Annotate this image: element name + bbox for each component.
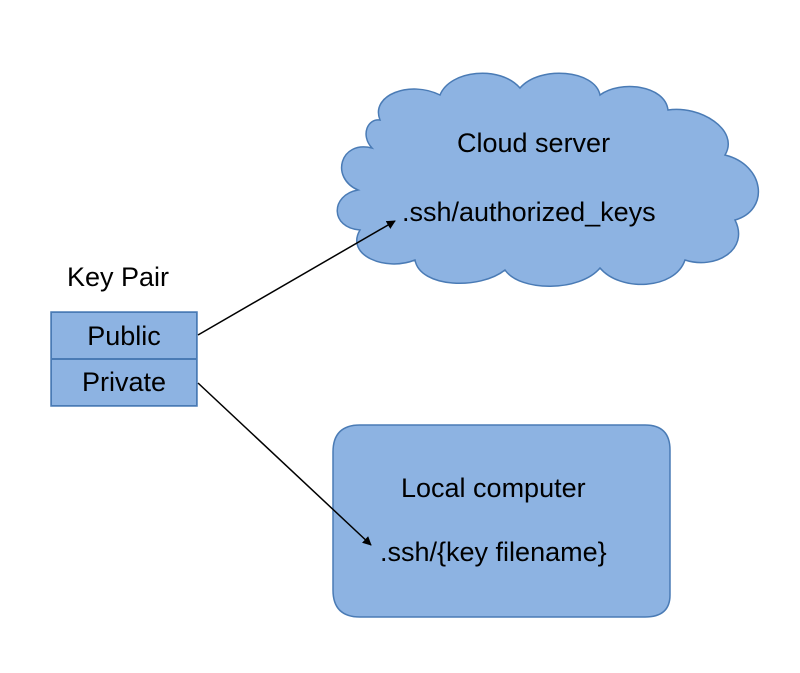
local-computer-title: Local computer [401,473,586,503]
cloud-server-shape [336,72,760,287]
key-pair-title: Key Pair [67,262,170,292]
local-computer-shape [332,424,671,618]
public-key-cell: Public [51,312,197,360]
cloud-server-file: .ssh/authorized_keys [402,197,656,227]
public-key-arrow [197,220,396,336]
private-key-arrow [197,382,372,546]
local-computer-file: .ssh/{key filename} [380,537,607,567]
cloud-server-title: Cloud server [457,128,611,158]
private-key-cell: Private [51,358,197,406]
